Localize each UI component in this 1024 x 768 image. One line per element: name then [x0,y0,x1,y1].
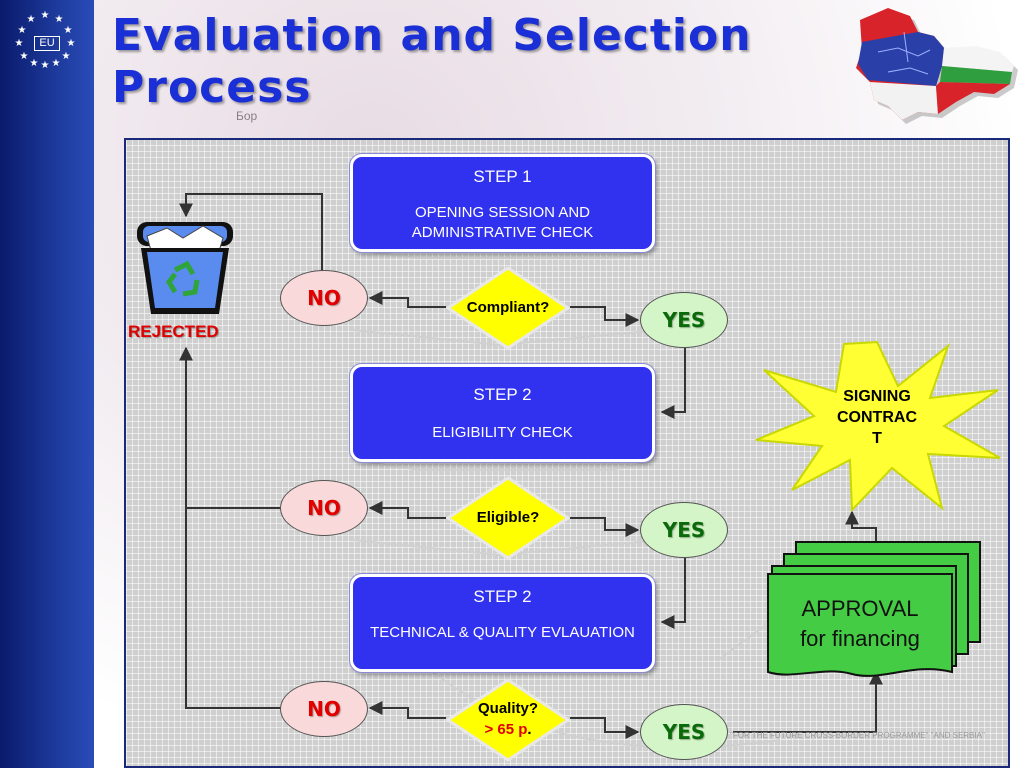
svg-text:★: ★ [27,14,36,25]
eu-flag-logo: ★ ★ ★ ★ ★ ★ ★ ★ ★ ★ ★ ★ [15,10,76,68]
svg-text:★: ★ [41,10,50,21]
step-1-box: STEP 1 OPENING SESSION AND ADMINISTRATIV… [350,154,655,252]
step-2-heading: STEP 2 [473,385,532,404]
decision-diamond-shape [445,266,571,350]
decision-compliant-label: Compliant? [466,299,550,316]
title-line-2: Process [112,62,312,113]
map-place-label: Бор [236,109,258,123]
signing-contract-starburst [755,340,1001,512]
decision-quality-threshold: > 65 p. [446,721,570,738]
svg-text:★: ★ [67,38,76,49]
decision-diamond-shape [445,476,571,560]
quality-threshold-value: > 65 p [484,721,528,738]
no-outcome-2: NO [280,480,368,536]
recycle-bin-icon [137,222,233,314]
svg-text:★: ★ [64,25,73,36]
decision-diamond-shape [445,678,571,762]
eu-flag-label: EU [34,36,60,51]
approval-line-2: for financing [800,626,920,651]
decision-eligible-label: Eligible? [476,509,540,526]
step-2-box: STEP 2 ELIGIBILITY CHECK [350,364,655,462]
svg-text:★: ★ [15,38,24,49]
footnote-text: "FOR THE FUTURE CROSS-BORDER PROGRAMME" … [730,731,985,740]
step-3-box: STEP 2 TECHNICAL & QUALITY EVLAUATION [350,574,655,672]
step-1-heading: STEP 1 [473,167,532,186]
svg-text:★: ★ [30,58,39,68]
signing-line-3: T [872,430,882,447]
no-outcome-1: NO [280,270,368,326]
eu-side-band: ★ ★ ★ ★ ★ ★ ★ ★ ★ ★ ★ ★ EU [0,0,94,768]
step-2-description: ELIGIBILITY CHECK [432,424,573,441]
svg-text:★: ★ [55,14,64,25]
signing-line-1: SIGNING [843,388,911,405]
quality-threshold-suffix: . [527,721,532,738]
approval-line-1: APPROVAL [801,596,919,621]
svg-text:★: ★ [52,58,61,68]
decision-quality-label: Quality? [477,700,538,717]
decision-eligible: Eligible? [445,476,571,560]
approval-documents-stack [767,541,981,677]
rejected-label: REJECTED [128,322,219,341]
signing-line-2: CONTRAC [837,409,917,426]
svg-text:★: ★ [41,60,50,68]
svg-text:★: ★ [62,51,71,62]
decision-compliant: Compliant? [445,266,571,350]
yes-outcome-1: YES [640,292,728,348]
svg-text:★: ★ [20,51,29,62]
decision-quality: Quality? > 65 p. [445,678,571,762]
slide-title: Evaluation and Selection Process [112,10,752,114]
no-outcome-3: NO [280,681,368,737]
yes-outcome-2: YES [640,502,728,558]
svg-text:★: ★ [18,25,27,36]
title-line-1: Evaluation and Selection [112,10,752,61]
approval-text: APPROVAL for financing [775,594,945,654]
step-3-heading: STEP 2 [473,587,532,606]
signing-contract-text: SIGNING CONTRAC T [812,386,942,449]
serbia-bulgaria-map-logo [856,8,1018,124]
yes-outcome-3: YES [640,704,728,760]
step-1-description: OPENING SESSION AND ADMINISTRATIVE CHECK [411,204,594,241]
step-3-description: TECHNICAL & QUALITY EVLAUATION [370,624,635,641]
